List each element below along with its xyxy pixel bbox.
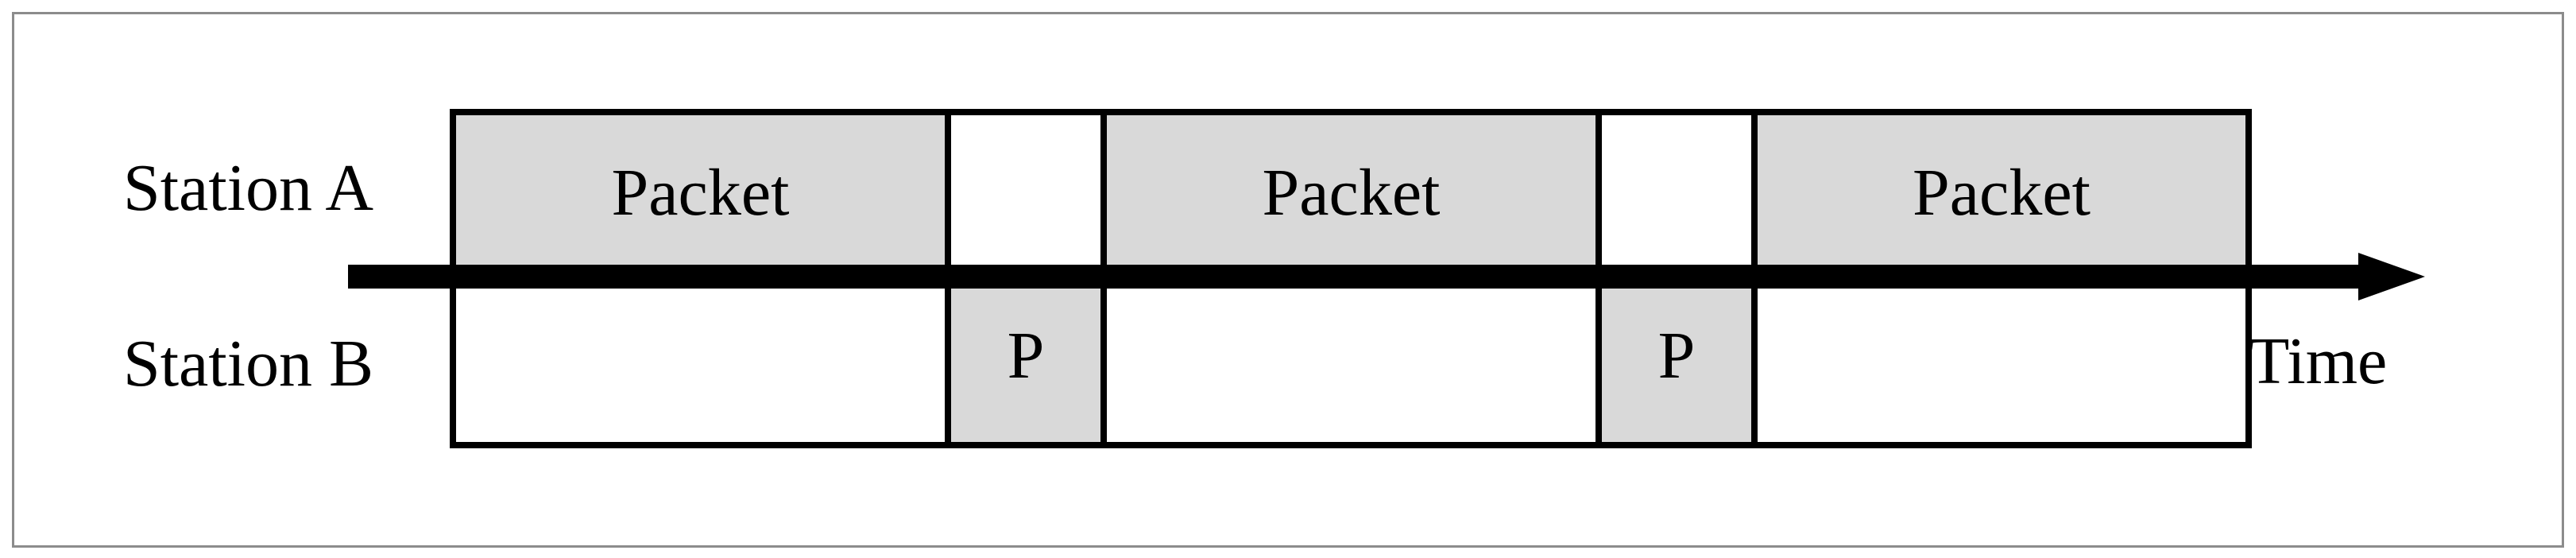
station-a-packet-2: Packet	[1107, 115, 1595, 270]
station-a-packet-1: Packet	[456, 115, 945, 270]
station-a-label: Station A	[123, 151, 374, 225]
outer-frame	[12, 12, 2564, 548]
station-b-poll-1: P	[951, 270, 1100, 442]
station-b-idle-1	[456, 270, 945, 442]
station-b-poll-2: P	[1602, 270, 1751, 442]
timeline-grid: Packet Packet Packet P P	[450, 109, 2252, 448]
time-arrow-head-icon	[2358, 253, 2425, 300]
time-axis-label: Time	[2249, 324, 2388, 398]
station-b-label: Station B	[123, 327, 374, 401]
station-a-packet-3: Packet	[1758, 115, 2245, 270]
station-b-idle-2	[1107, 270, 1595, 442]
time-arrow-shaft	[348, 265, 2358, 289]
station-b-idle-3	[1758, 270, 2245, 442]
station-a-idle-2	[1602, 115, 1751, 270]
station-a-idle-1	[951, 115, 1100, 270]
